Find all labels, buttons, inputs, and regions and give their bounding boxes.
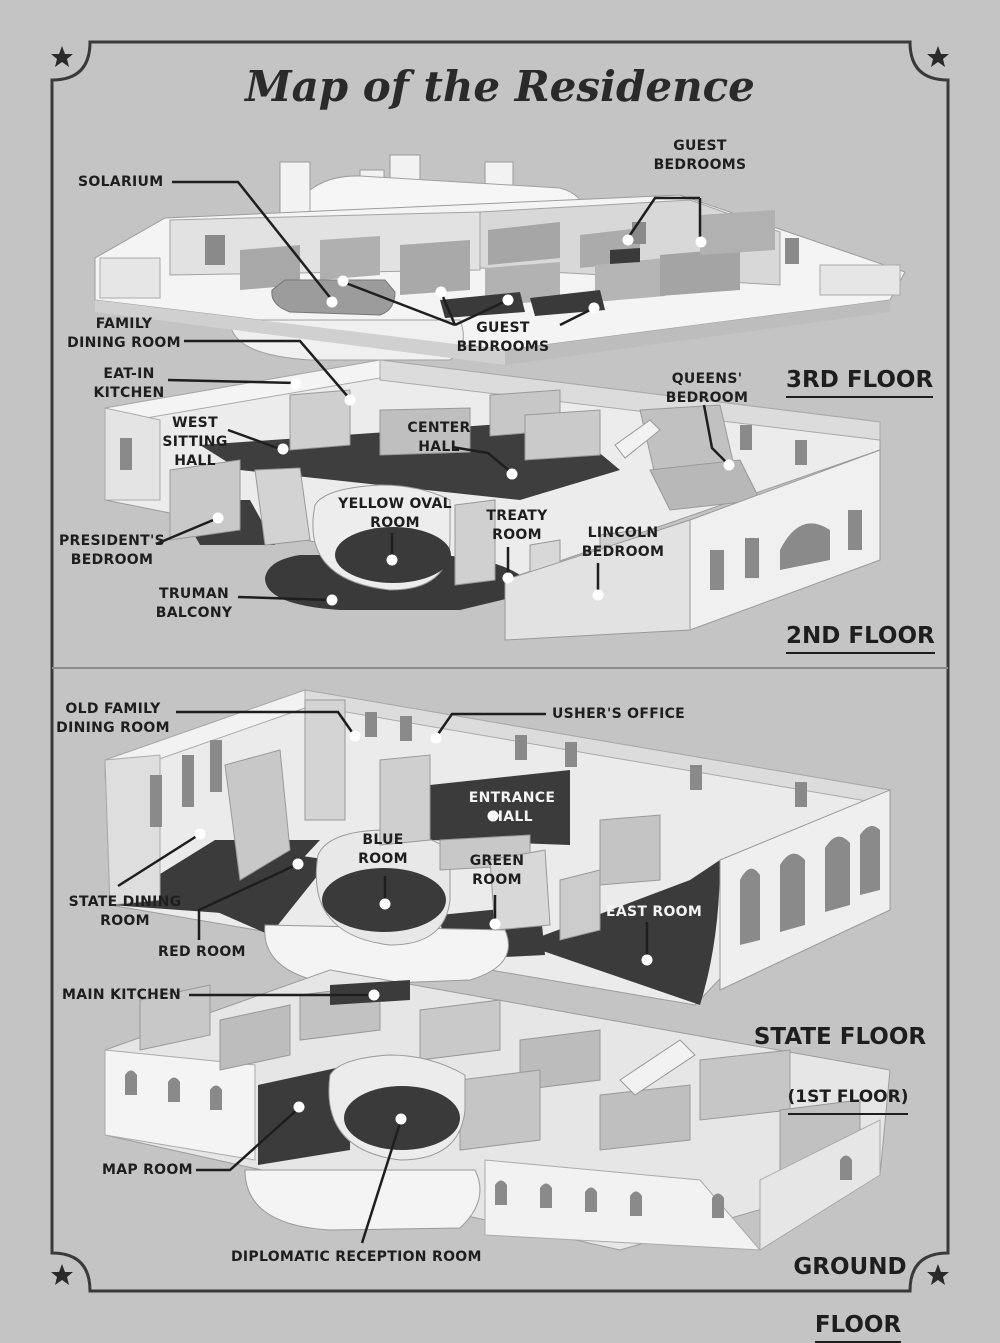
label-lincoln-bedroom: LINCOLN BEDROOM (581, 525, 665, 560)
label-diplomatic-reception-room: DIPLOMATIC RECEPTION ROOM (231, 1249, 482, 1265)
floor-label-ground-line2: FLOOR (814, 1311, 902, 1343)
floor-label-state: STATE FLOOR (1ST FLOOR) (750, 965, 930, 1115)
label-east-room: EAST ROOM (606, 904, 703, 920)
floor-label-state-text: STATE FLOOR (753, 1024, 927, 1050)
floor-label-third: 3RD FLOOR (770, 337, 934, 398)
page-title: Map of the Residence (245, 62, 755, 111)
label-guest-bedrooms-mid: GUEST BEDROOMS (456, 320, 550, 355)
floor-label-state-sub: (1ST FLOOR) (787, 1083, 909, 1115)
label-main-kitchen: MAIN KITCHEN (62, 987, 182, 1003)
label-truman-balcony: TRUMAN BALCONY (155, 586, 233, 621)
label-queens-bedroom: QUEENS' BEDROOM (665, 371, 749, 406)
label-green-room: GREEN ROOM (469, 853, 525, 888)
label-center-hall: CENTER HALL (407, 420, 471, 455)
label-family-dining-room: FAMILY DINING ROOM (67, 316, 181, 351)
label-map-room: MAP ROOM (102, 1162, 193, 1178)
label-guest-bedrooms-top: GUEST BEDROOMS (653, 138, 747, 173)
label-solarium: SOLARIUM (78, 174, 164, 190)
ground-floor-illustration (104, 969, 891, 1251)
label-old-family-dining-room: OLD FAMILY DINING ROOM (56, 701, 170, 736)
label-ushers-office: USHER'S OFFICE (552, 706, 686, 722)
floor-label-ground-line1: GROUND (793, 1254, 907, 1280)
room-marker-dots (194, 234, 735, 1125)
label-presidents-bedroom: PRESIDENT'S BEDROOM (58, 533, 166, 568)
second-floor-illustration (104, 359, 881, 641)
floor-label-second: 2ND FLOOR (770, 593, 935, 654)
label-red-room: RED ROOM (158, 944, 246, 960)
star-icon (51, 46, 949, 1285)
floor-label-ground: GROUND FLOOR (770, 1195, 930, 1343)
label-state-dining-room: STATE DINING ROOM (68, 894, 182, 929)
decorative-frame (50, 40, 950, 1293)
label-treaty-room: TREATY ROOM (486, 508, 548, 543)
label-entrance-hall: ENTRANCE HALL (468, 790, 556, 825)
leader-lines (117, 180, 730, 1244)
label-eat-in-kitchen: EAT-IN KITCHEN (93, 366, 165, 401)
third-floor-illustration (94, 154, 906, 365)
floor-label-third-text: 3RD FLOOR (786, 366, 934, 398)
label-blue-room: BLUE ROOM (358, 832, 408, 867)
floor-label-second-text: 2ND FLOOR (786, 622, 935, 654)
label-yellow-oval-room: YELLOW OVAL ROOM (338, 496, 452, 531)
label-west-sitting-hall: WEST SITTING HALL (162, 415, 228, 469)
